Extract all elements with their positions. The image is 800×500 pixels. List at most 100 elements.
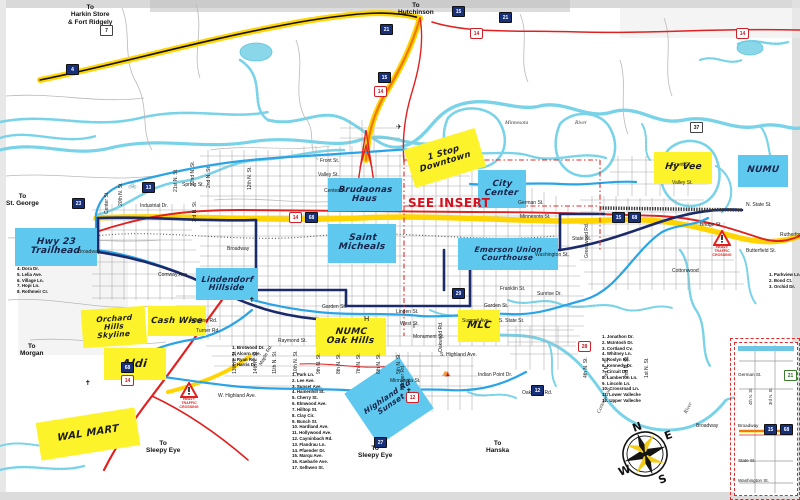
street-name-label: Front St. <box>320 158 340 164</box>
street-name-label: Center St. <box>324 188 347 194</box>
street-list-list-east-edge: 1. Parkview Ln.2. Bond Ct.3. Orchid Dr. <box>769 272 800 289</box>
street-list-item: 8. Rothmeir Cr. <box>17 289 49 295</box>
street-list-item: 11. Lower Valleche <box>602 392 641 398</box>
street-list-item: 11. Hollywood Ave. <box>292 430 332 436</box>
street-list-item: 8. Lamberton Ln. <box>602 374 638 380</box>
insert-cross-street-label: 3rd N. St. <box>768 387 773 405</box>
street-name-label: Bridge St. <box>700 222 722 228</box>
highlight-box-numu: NUMU <box>738 155 788 187</box>
street-list-item: 3. Orchid Dr. <box>769 283 796 289</box>
highlight-box-label: 1 Stop Downtown <box>419 143 473 175</box>
street-list-item: 17. Selhwen St. <box>292 465 324 470</box>
church-marker-2: ✝ <box>406 387 412 395</box>
info-marker: i <box>413 322 415 330</box>
street-name-label: Front St. <box>672 162 692 168</box>
street-list-item: 1. Park Ln. <box>292 372 315 377</box>
river-label-minnesota-river: Minnesota <box>505 120 529 126</box>
street-list-item: 7. Hopi Ln. <box>17 283 40 289</box>
route-shield-shield-mn-21-top: 21 <box>499 12 512 23</box>
street-name-label: 9th N. St. <box>316 353 322 374</box>
highlight-box-label: Emerson Union Courthouse <box>474 245 543 262</box>
street-list-item: 1. Jonathon Dr. <box>602 334 634 339</box>
destination-label-to-hutchinson: To Hutchinson <box>398 2 434 17</box>
route-shield-shield-mn-23-nw: 23 <box>72 198 85 209</box>
street-name-label: Oakwood Rd. <box>438 321 444 352</box>
highlight-box-orchard-hills-skyline: Orchard Hills Skyline <box>80 305 148 349</box>
street-list-list-center-small: 1. Brotwood Dr.2. Alcorn Ave.3. Ryan Rd.… <box>232 345 264 368</box>
route-shield-shield-us-14-mid: 14 <box>289 212 302 223</box>
street-name-label: W. Highland Ave. <box>218 393 256 399</box>
highlight-box-brauhaus: Brudaonas Haus <box>328 178 402 211</box>
highlight-box-lindendorf-hillside: Lindendorf Hillside <box>196 268 258 300</box>
insert-cross-street-label: 4th N. St. <box>748 387 753 405</box>
street-name-label: Minnesota St. <box>520 214 551 220</box>
route-shield-shield-us-14-bot: 14 <box>121 375 134 386</box>
street-name-label: Sunrise Dr. <box>537 291 562 297</box>
street-name-label: S. State St. <box>499 318 525 324</box>
street-list-item: 8. Clay Cir. <box>292 412 315 418</box>
highlight-box-label: NUMU <box>746 165 780 176</box>
highlight-box-label: Lindendorf Hillside <box>201 274 255 292</box>
street-list-item: 2. Lee Ave. <box>292 377 315 383</box>
river-label-minnesota-river-2: River <box>575 120 587 126</box>
route-shield-shield-us-14-a: 14 <box>374 86 387 97</box>
street-list-item: 4. Hainenhill St. <box>292 389 325 395</box>
street-name-label: Garden St. <box>322 304 347 310</box>
highlight-box-label: Hwy 23 Trailhead <box>30 236 81 256</box>
downtown-insert[interactable] <box>734 342 798 496</box>
street-list-item: 6. Kennedy Dr. <box>602 363 633 369</box>
street-name-label: Minnesota St. <box>390 378 421 384</box>
street-list-item: 4. Whitney Ln. <box>602 351 632 357</box>
insert-street-label: Washington St. <box>738 478 769 483</box>
street-list-item: 5. Roslyn Rd. <box>602 357 630 363</box>
insert-street-label: State St. <box>738 458 756 463</box>
street-list-item: 16. Kaebarle Ave. <box>292 459 329 465</box>
street-name-label: Comway Ave. <box>158 272 189 278</box>
highlight-box-label: NUMC Oak Hills <box>326 326 375 346</box>
street-list-item: 6. Village Ln. <box>17 277 44 283</box>
insert-shield: 68 <box>780 424 793 435</box>
church-marker-1: ✝ <box>249 296 255 304</box>
street-list-item: 3. Cortland Cv. <box>602 345 633 351</box>
street-list-item: 3. Sunset Ave. <box>292 383 322 389</box>
street-name-label: Broadway <box>696 423 719 429</box>
street-name-label: 8th N. St. <box>336 353 342 374</box>
street-name-label: 1st N. St. <box>644 357 650 378</box>
warning-text: HEAVY TRAFFIC CROSSING <box>712 245 732 257</box>
street-name-label: Broadway <box>78 249 101 255</box>
highlight-box-label: Orchard Hills Skyline <box>96 312 133 341</box>
street-name-label: 21st N. St. <box>173 168 179 192</box>
route-shield-shield-mn-4-nw: 4 <box>66 64 79 75</box>
compass-e: E <box>663 428 675 443</box>
street-name-label: N. State St. <box>746 202 772 208</box>
destination-label-to-sleepy-eye-2: To Sleepy Eye <box>358 445 393 460</box>
warning-heavy-traffic-crossing-2: HEAVY TRAFFIC CROSSING <box>705 230 739 258</box>
street-list-item: 10. Hardland Ave. <box>292 424 329 430</box>
street-list-item: 12. Cayninbach Rd. <box>292 435 333 441</box>
street-list-item: 5. Lelia Ave. <box>17 271 43 277</box>
compass-w: W <box>617 462 633 478</box>
see-insert-label: SEE INSERT <box>408 196 491 210</box>
hospital-marker: H <box>364 315 370 323</box>
street-list-item: 13. Flandrau Ln. <box>292 441 326 447</box>
park-marker: ⛺ <box>442 369 451 377</box>
destination-label-to-morgan: To Morgan <box>20 343 44 358</box>
route-shield-shield-hwy-7: 7 <box>100 25 113 36</box>
street-name-label: Ashland Rd. <box>190 318 218 324</box>
street-name-label: Indian Point Dr. <box>478 372 513 378</box>
highlight-box-hwy23-trailhead: Hwy 23 Trailhead <box>15 228 97 266</box>
route-shield-shield-68-ins: 68 <box>628 212 641 223</box>
route-shield-shield-12-mid: 12 <box>406 392 419 403</box>
route-shield-shield-us-14-top: 14 <box>470 28 483 39</box>
route-shield-shield-mn-21: 21 <box>380 24 393 35</box>
street-name-label: Valley St. <box>318 172 339 178</box>
route-shield-shield-12-ins: 12 <box>531 385 544 396</box>
highlight-box-saint-michaels: Saint Micheals <box>328 224 396 263</box>
route-shield-shield-29: 29 <box>452 288 465 299</box>
street-list-item: 10. Crossroad Ln. <box>602 386 640 392</box>
insert-shield: 15 <box>764 424 777 435</box>
route-shield-shield-us-14-right: 14 <box>736 28 749 39</box>
street-name-label: 4th N. St. <box>583 357 589 378</box>
highlight-box-aldi: Aldi <box>104 348 166 380</box>
street-name-label: 22nd N. St. <box>190 160 196 186</box>
